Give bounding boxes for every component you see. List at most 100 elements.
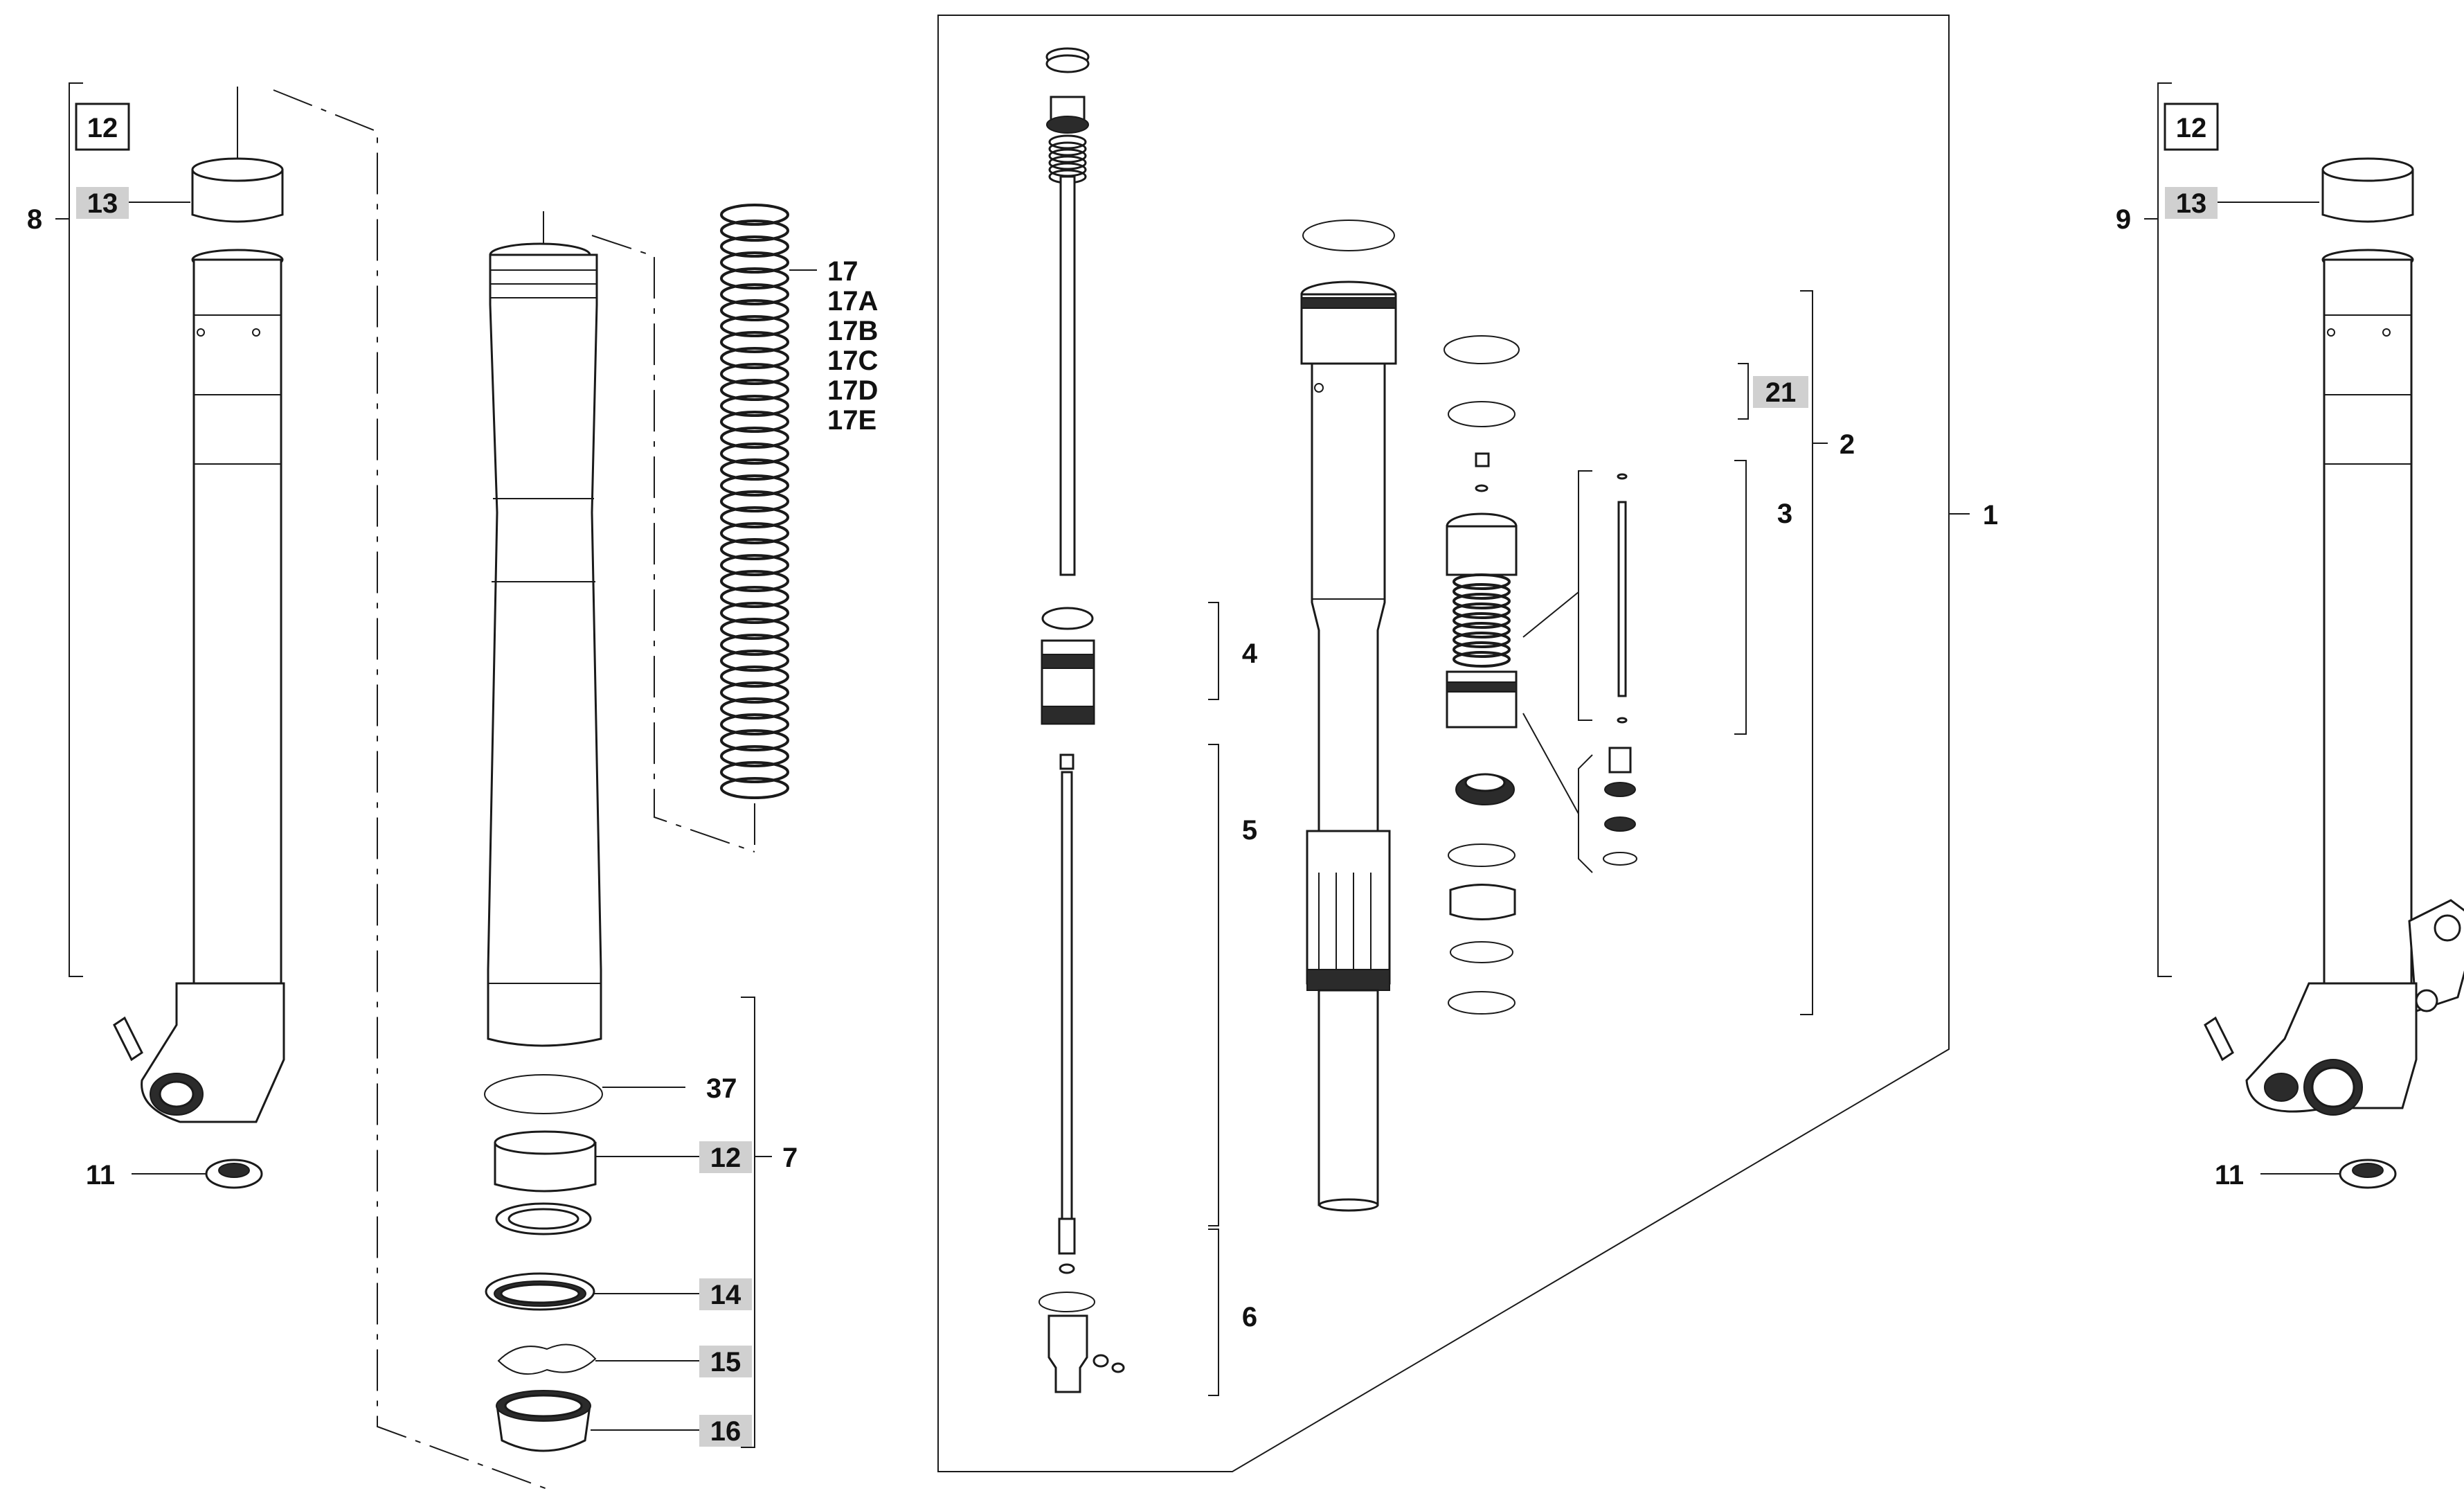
coil-turn bbox=[720, 570, 789, 592]
label-17: 17 bbox=[827, 256, 858, 287]
bolt-left bbox=[113, 1016, 143, 1062]
coil-turn bbox=[720, 506, 789, 528]
coil-turn bbox=[720, 634, 789, 656]
seal-kit-7: 7 37 12 14 15 16 bbox=[484, 997, 798, 1452]
inner-tube-body bbox=[487, 253, 602, 1047]
spring-coils bbox=[720, 204, 789, 799]
label-7: 7 bbox=[782, 1143, 798, 1173]
coil-turn bbox=[720, 650, 789, 672]
coil-turn bbox=[720, 347, 789, 369]
bolt-right bbox=[2204, 1016, 2234, 1062]
label-highlight-21 bbox=[1753, 376, 1808, 408]
bracket-3 bbox=[1734, 460, 1747, 735]
mid-valve-stack bbox=[1444, 335, 1520, 1015]
label-11-right: 11 bbox=[2215, 1160, 2244, 1190]
coil-turn bbox=[1048, 134, 1087, 150]
label-11-left: 11 bbox=[86, 1160, 115, 1190]
bracket-21 bbox=[1738, 363, 1749, 420]
bracket-4 bbox=[1208, 602, 1219, 700]
coil-turn bbox=[720, 761, 789, 783]
label-3: 3 bbox=[1777, 499, 1792, 529]
coil-turn bbox=[720, 379, 789, 401]
circlip-37 bbox=[484, 1074, 603, 1114]
rod-5: 5 bbox=[1058, 744, 1257, 1255]
label-17A: 17A bbox=[827, 286, 878, 316]
outer-tube-left bbox=[192, 258, 282, 988]
label-21: 21 bbox=[1765, 377, 1797, 408]
coil-turn bbox=[720, 299, 789, 321]
bracket-6 bbox=[1208, 1229, 1219, 1396]
coil-turn bbox=[720, 490, 789, 512]
coil-turn bbox=[720, 586, 789, 608]
coil-turn bbox=[720, 283, 789, 305]
label-14: 14 bbox=[710, 1280, 741, 1310]
coil-turn bbox=[1453, 622, 1511, 639]
coil-turn bbox=[720, 395, 789, 417]
spring-17: 17 17A 17B 17C 17D 17E bbox=[720, 204, 878, 852]
coil-turn bbox=[720, 729, 789, 751]
coil-turn bbox=[720, 681, 789, 704]
coil-turn bbox=[720, 713, 789, 735]
label-6: 6 bbox=[1242, 1302, 1257, 1332]
label-highlight-16 bbox=[699, 1415, 752, 1447]
coil-turn bbox=[720, 666, 789, 688]
label-2: 2 bbox=[1840, 429, 1855, 460]
label-box-12-left bbox=[75, 102, 130, 151]
bracket-5 bbox=[1208, 744, 1219, 1226]
brackets-2-3-21: 2 21 3 bbox=[1734, 290, 1855, 1015]
label-13-right: 13 bbox=[2176, 188, 2207, 219]
label-box-12-right bbox=[2164, 102, 2219, 151]
coil-turn bbox=[720, 267, 789, 289]
coil-turn bbox=[720, 554, 789, 576]
coil-turn bbox=[1453, 632, 1511, 648]
mid-valve-coils bbox=[1453, 573, 1511, 668]
base-valve-4: 4 bbox=[1041, 602, 1258, 725]
cartridge-tube bbox=[1300, 220, 1397, 1212]
coil-turn bbox=[1048, 155, 1087, 170]
coil-turn bbox=[720, 777, 789, 799]
label-15: 15 bbox=[710, 1347, 741, 1377]
coil-turn bbox=[720, 235, 789, 258]
label-17C: 17C bbox=[827, 346, 878, 376]
coil-turn bbox=[720, 315, 789, 337]
label-highlight-12-mid bbox=[699, 1141, 752, 1173]
label-12-left: 12 bbox=[87, 113, 118, 143]
label-highlight-15 bbox=[699, 1346, 752, 1377]
coil-turn bbox=[720, 474, 789, 497]
coil-turn bbox=[720, 204, 789, 226]
coil-turn bbox=[720, 522, 789, 544]
coil-turn bbox=[720, 427, 789, 449]
label-8: 8 bbox=[27, 204, 42, 235]
coil-turn bbox=[1453, 602, 1511, 619]
shim-stack-detail bbox=[1522, 470, 1637, 873]
inner-tube bbox=[487, 211, 602, 1047]
label-highlight-14 bbox=[699, 1278, 752, 1310]
label-9: 9 bbox=[2116, 204, 2131, 235]
coil-turn bbox=[1048, 148, 1087, 163]
label-highlight-13-right bbox=[2165, 187, 2218, 219]
label-37: 37 bbox=[706, 1073, 737, 1104]
bottom-fitting-6: 6 bbox=[1038, 1229, 1257, 1396]
label-17B: 17B bbox=[827, 316, 878, 346]
outer-tube-right bbox=[2323, 258, 2413, 988]
label-13-left: 13 bbox=[87, 188, 118, 219]
label-12-mid: 12 bbox=[710, 1143, 741, 1173]
coil-turn bbox=[720, 618, 789, 640]
coil-turn bbox=[1453, 641, 1511, 658]
label-17D: 17D bbox=[827, 375, 878, 406]
coil-turn bbox=[1048, 141, 1087, 157]
label-1: 1 bbox=[1983, 500, 1998, 530]
label-17E: 17E bbox=[827, 405, 876, 436]
label-16: 16 bbox=[710, 1416, 741, 1447]
damper-rod bbox=[1059, 175, 1076, 576]
coil-turn bbox=[720, 443, 789, 465]
coil-turn bbox=[720, 745, 789, 767]
coil-turn bbox=[720, 458, 789, 481]
coil-turn bbox=[720, 363, 789, 385]
cartridge-assembly-frame bbox=[937, 15, 1950, 1472]
clip-15 bbox=[497, 1343, 597, 1375]
coil-turn bbox=[1453, 612, 1511, 629]
damper-rod-top bbox=[1045, 47, 1090, 576]
label-4: 4 bbox=[1242, 639, 1258, 669]
